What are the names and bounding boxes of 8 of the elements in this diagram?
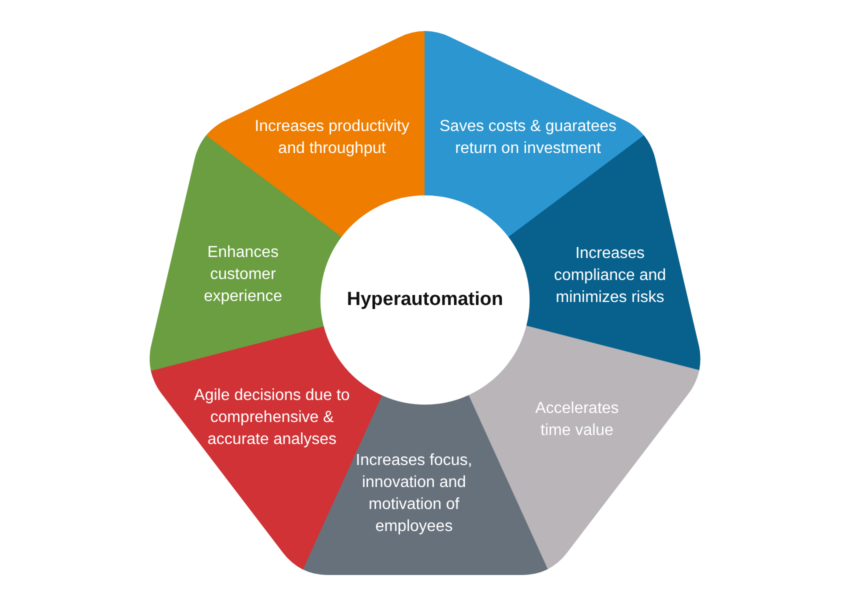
segment-label: Enhances customer experience [202,243,284,307]
segment-label: Increases productivity and throughput [254,117,410,159]
segment-label: Agile decisions due to comprehensive & accurate analyses [193,386,351,450]
segment-label: Increases focus, innovation and motivation of employees [354,451,474,537]
segment-label: Increases compliance and minimizes risks [552,244,668,308]
segment-label: Saves costs & guaratees return on investment [438,117,618,159]
center-title: Hyperautomation [346,289,504,311]
segment-label: Accelerates time value [534,399,620,441]
